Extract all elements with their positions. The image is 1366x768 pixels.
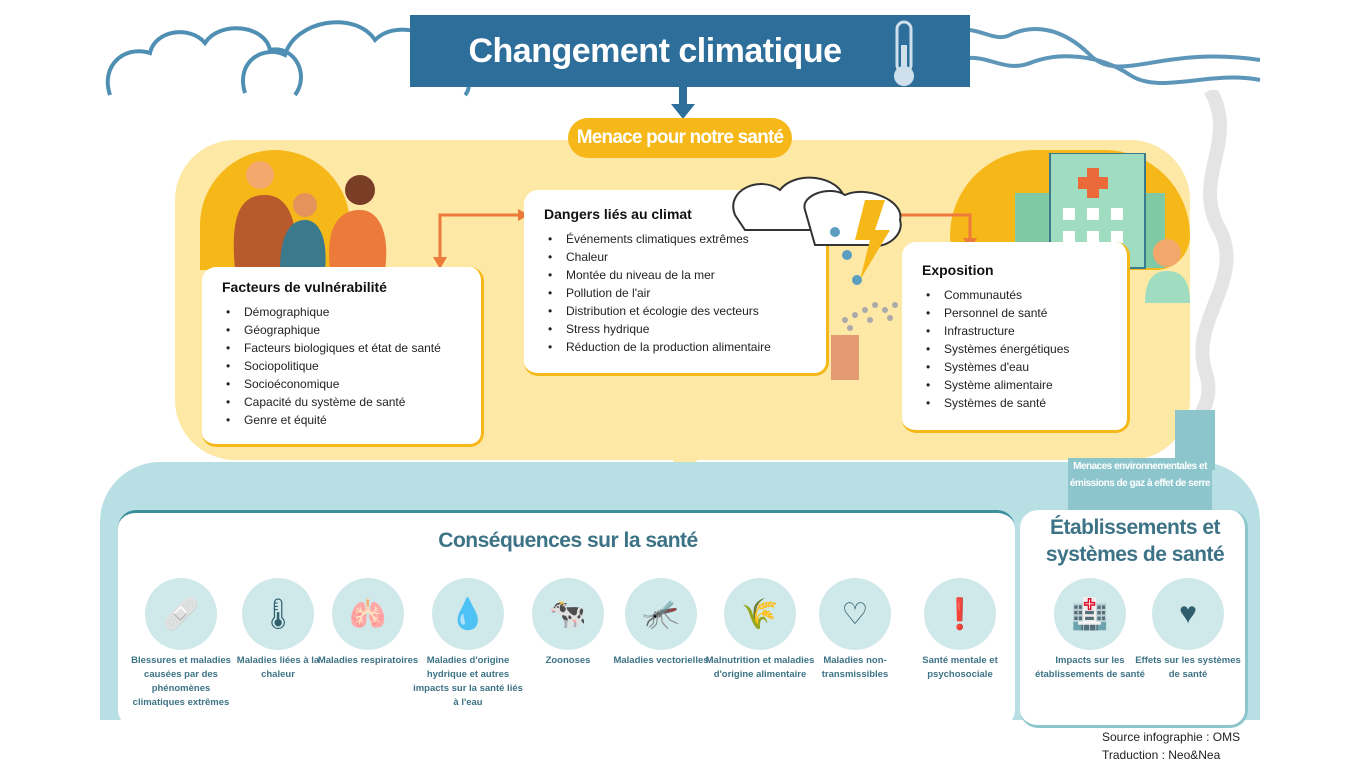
consequence-label: Blessures et maladies causées par des ph… xyxy=(131,655,231,708)
storm-cloud-icon xyxy=(732,176,902,380)
wheat-icon: 🌾 xyxy=(724,578,796,650)
list-item: Pollution de l'air xyxy=(544,284,806,302)
list-item: Systèmes d'eau xyxy=(922,358,1107,376)
list-item: Communautés xyxy=(922,286,1107,304)
health-systems-title: Établissements et systèmes de santé xyxy=(1045,516,1225,566)
exposure-box: Exposition CommunautésPersonnel de santé… xyxy=(902,242,1130,433)
consequence-label: Santé mentale et psychosociale xyxy=(922,655,998,680)
thermometer-icon xyxy=(894,20,914,86)
consequence-label: Impacts sur les établissements de santé xyxy=(1035,655,1145,680)
list-item: Réduction de la production alimentaire xyxy=(544,338,806,356)
list-item: Stress hydrique xyxy=(544,320,806,338)
list-item: Événements climatiques extrêmes xyxy=(544,230,806,248)
consequence-label: Maladies non-transmissibles xyxy=(821,655,889,680)
page-title: Changement climatique xyxy=(468,31,842,70)
head-alert-icon: ❗ xyxy=(924,578,996,650)
vulnerability-box: Facteurs de vulnérabilité DémographiqueG… xyxy=(202,267,484,447)
waves-decoration xyxy=(938,27,1261,85)
mosquito-icon: 🦟 xyxy=(625,578,697,650)
threat-label: Menace pour notre santé xyxy=(576,127,784,148)
list-item: Genre et équité xyxy=(222,411,461,429)
chimney-smoke-illustration xyxy=(1175,90,1234,470)
list-item: Chaleur xyxy=(544,248,806,266)
lungs-icon: 🫁 xyxy=(332,578,404,650)
list-item: Sociopolitique xyxy=(222,357,461,375)
arrow-down-icon xyxy=(671,86,695,119)
list-item: Géographique xyxy=(222,321,461,339)
consequence-label: Effets sur les systèmes de santé xyxy=(1135,655,1241,680)
vulnerability-title: Facteurs de vulnérabilité xyxy=(222,279,387,295)
list-item: Facteurs biologiques et état de santé xyxy=(222,339,461,357)
exposure-title: Exposition xyxy=(922,262,994,278)
translation-text: Traduction : Neo&Nea xyxy=(1102,748,1221,762)
hospital-icon: 🏥 xyxy=(1054,578,1126,650)
list-item: Distribution et écologie des vecteurs xyxy=(544,302,806,320)
injured-person-icon: 🩹 xyxy=(145,578,217,650)
env-threats-label: Menaces environnementales et émissions d… xyxy=(1068,458,1212,510)
thermometer-icon: 🌡 xyxy=(242,578,314,650)
title-banner: Changement climatique xyxy=(410,15,970,87)
list-item: Démographique xyxy=(222,303,461,321)
hands-heart-icon: ♥ xyxy=(1152,578,1224,650)
list-item: Socioéconomique xyxy=(222,375,461,393)
people-illustration xyxy=(233,161,387,270)
list-item: Personnel de santé xyxy=(922,304,1107,322)
source-text: Source infographie : OMS xyxy=(1102,730,1241,744)
consequence-label: Maladies respiratoires xyxy=(317,655,419,666)
list-item: Infrastructure xyxy=(922,322,1107,340)
water-drop-icon: 💧 xyxy=(432,578,504,650)
consequence-label: Malnutrition et maladies d'origine alime… xyxy=(705,655,815,680)
consequence-label: Maladies liées à la chaleur xyxy=(236,655,320,680)
list-item: Systèmes énergétiques xyxy=(922,340,1107,358)
list-item: Montée du niveau de la mer xyxy=(544,266,806,284)
consequence-label: Maladies vectorielles xyxy=(613,655,709,666)
animals-icon: 🐄 xyxy=(532,578,604,650)
hazards-title: Dangers liés au climat xyxy=(544,206,692,222)
list-item: Systèmes de santé xyxy=(922,394,1107,412)
double-arrow-left xyxy=(433,209,529,269)
threat-pill: Menace pour notre santé xyxy=(568,118,792,158)
consequence-label: Maladies d'origine hydrique et autres im… xyxy=(413,655,523,708)
consequences-title: Conséquences sur la santé xyxy=(438,529,698,552)
list-item: Système alimentaire xyxy=(922,376,1107,394)
list-item: Capacité du système de santé xyxy=(222,393,461,411)
consequence-label: Zoonoses xyxy=(545,655,591,666)
heartbeat-icon: ♡ xyxy=(819,578,891,650)
